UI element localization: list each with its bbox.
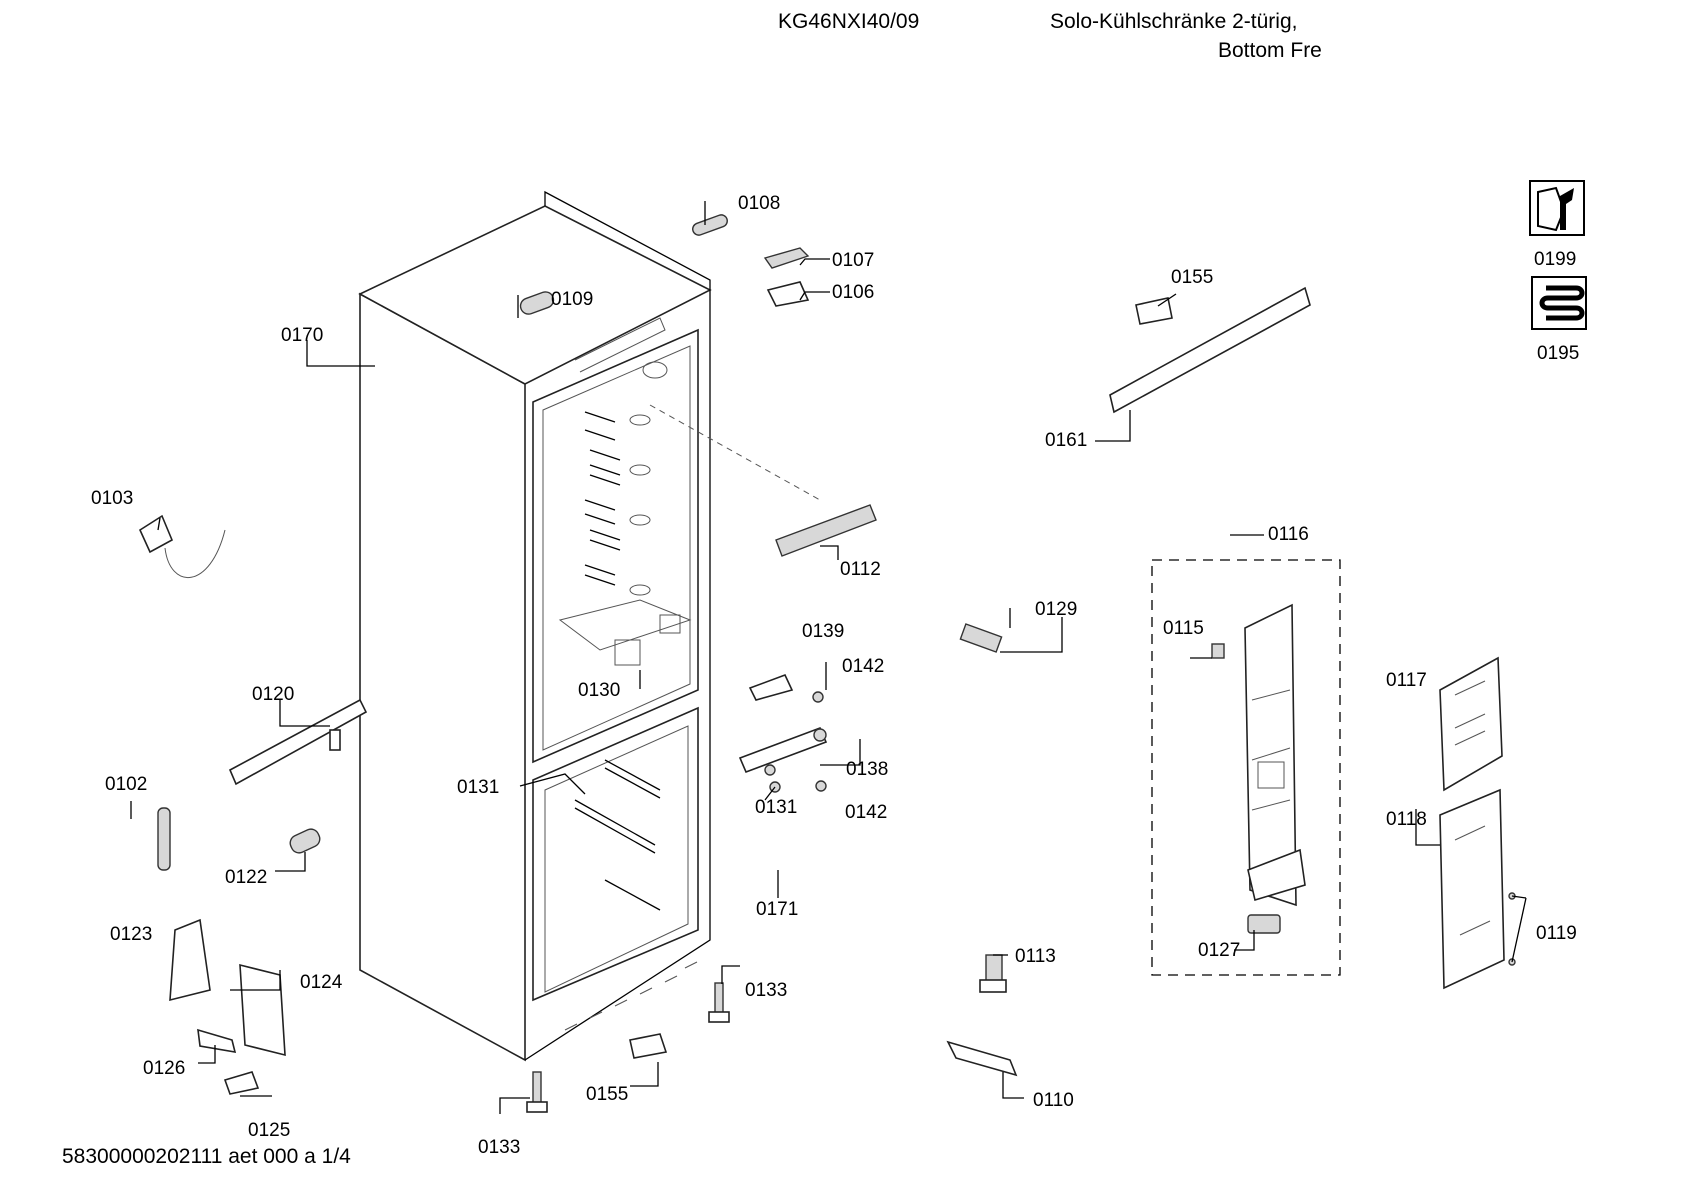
label-0133-right: 0133	[745, 980, 787, 1001]
label-0113: 0113	[1015, 946, 1056, 967]
label-0116: 0116	[1268, 524, 1309, 545]
cabinet-drawing	[358, 190, 821, 1062]
label-0123: 0123	[110, 924, 152, 945]
label-0161: 0161	[1045, 430, 1087, 451]
label-0130: 0130	[578, 680, 620, 701]
label-0133-bottom: 0133	[478, 1137, 520, 1158]
part-shapes	[138, 214, 1516, 1113]
label-0171: 0171	[756, 899, 798, 920]
label-0125: 0125	[248, 1120, 290, 1141]
label-0199: 0199	[1534, 249, 1576, 270]
part-labels: 0108 0107 0106 0109 0170 0103 0120 0102 …	[91, 193, 1577, 1158]
label-0131-left: 0131	[457, 777, 499, 798]
label-0155-upper: 0155	[1171, 267, 1213, 288]
title-line-2: Bottom Fre	[1218, 39, 1322, 62]
label-0102: 0102	[105, 774, 147, 795]
label-0107: 0107	[832, 250, 874, 271]
label-0195: 0195	[1537, 343, 1579, 364]
label-0139: 0139	[802, 621, 844, 642]
label-0142-top: 0142	[842, 656, 884, 677]
model-number: KG46NXI40/09	[778, 10, 920, 33]
label-0118: 0118	[1386, 809, 1427, 830]
label-0112: 0112	[840, 559, 881, 580]
label-0115: 0115	[1163, 618, 1204, 639]
label-0109: 0109	[551, 289, 593, 310]
label-0127: 0127	[1198, 940, 1240, 961]
label-0142-bottom: 0142	[845, 802, 887, 823]
label-0103: 0103	[91, 488, 133, 509]
label-0119: 0119	[1536, 923, 1577, 944]
label-0170: 0170	[281, 325, 323, 346]
title-line-1: Solo-Kühlschränke 2-türig,	[1050, 10, 1298, 33]
condenser-coil-icon	[1531, 276, 1587, 330]
label-0120: 0120	[252, 684, 294, 705]
label-0131-right: 0131	[755, 797, 797, 818]
label-0117: 0117	[1386, 670, 1427, 691]
label-0155-lower: 0155	[586, 1084, 628, 1105]
leader-lines	[130, 201, 1527, 1114]
label-0124: 0124	[300, 972, 343, 993]
label-0129: 0129	[1035, 599, 1077, 620]
label-0108: 0108	[738, 193, 780, 214]
label-0110: 0110	[1033, 1090, 1074, 1111]
service-wrench-icon	[1529, 180, 1585, 236]
label-0106: 0106	[832, 282, 874, 303]
label-0138: 0138	[846, 759, 888, 780]
label-0122: 0122	[225, 867, 267, 888]
label-0126: 0126	[143, 1058, 185, 1079]
document-code: 58300000202111 aet 000 a 1/4	[62, 1145, 351, 1168]
